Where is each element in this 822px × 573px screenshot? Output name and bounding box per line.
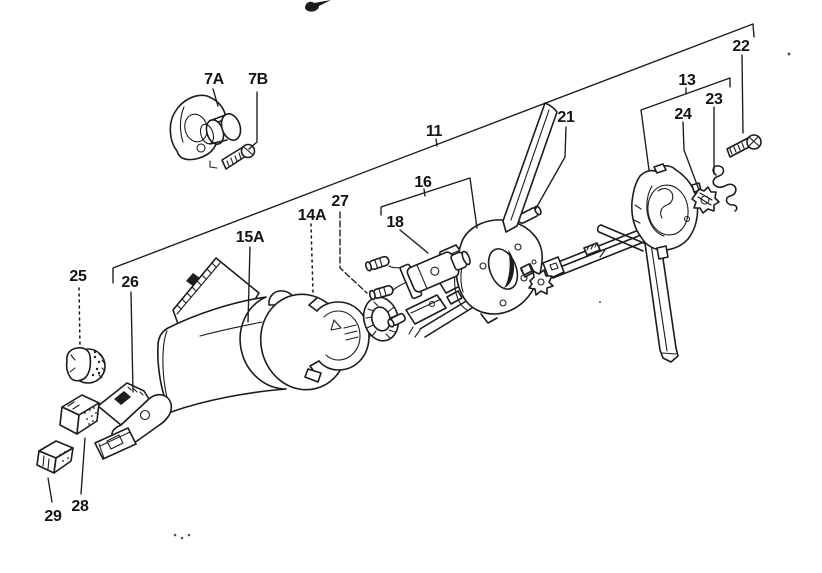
leader-18 (399, 229, 429, 254)
part-18-ignition-switch (364, 250, 471, 301)
part-label-7b: 7B (248, 71, 268, 88)
part-26-mounting-bracket (94, 382, 173, 460)
bracket-line-13 (640, 77, 731, 171)
part-label-16: 16 (414, 174, 432, 191)
leader-28 (80, 437, 86, 495)
part-label-26: 26 (121, 274, 139, 291)
part-label-22: 22 (732, 38, 750, 55)
part-7b-screw (221, 143, 256, 170)
part-29-block (36, 440, 74, 474)
part-22-bolt (726, 134, 762, 158)
part-label-25: 25 (69, 268, 87, 285)
part-23-spring-clip (712, 165, 738, 212)
part-label-18: 18 (386, 214, 404, 231)
cylinder-face (220, 113, 242, 141)
part-16-switch-housing-plate (454, 219, 543, 324)
wire-terminal (364, 255, 390, 272)
leader-7b (248, 91, 258, 150)
leader-14a (310, 223, 314, 294)
part-label-24: 24 (674, 106, 692, 123)
part-25-lock-nut (65, 347, 106, 384)
part-24-serrated-nut (691, 186, 720, 214)
leader-25 (78, 287, 81, 348)
part-label-21: 21 (557, 109, 575, 126)
part-label-23: 23 (705, 91, 723, 108)
callout-lines (47, 23, 755, 503)
pinion-gear (528, 269, 554, 296)
print-speckles (173, 52, 791, 540)
leader-7a (212, 88, 219, 107)
leader-21 (534, 126, 567, 211)
part-label-27: 27 (331, 193, 349, 210)
housing-clamp-arm (596, 224, 647, 252)
top-edge-screw-mark (305, 0, 331, 12)
part-15a-column-jacket (157, 257, 349, 413)
lock-actuator-bar (520, 227, 650, 296)
part-7a-switch-clamp (169, 94, 242, 169)
wire-terminal (368, 285, 394, 301)
leader-22 (741, 54, 744, 134)
leader-15a (247, 246, 251, 323)
part-label-11: 11 (426, 123, 443, 140)
part-28-block (59, 394, 100, 435)
leader-24 (682, 121, 700, 191)
panel-clip (186, 273, 200, 286)
leader-26 (130, 291, 134, 393)
bracket-line-11 (112, 23, 755, 284)
leader-29 (47, 477, 53, 503)
part-label-15a: 15A (236, 229, 265, 246)
part-label-29: 29 (44, 508, 62, 525)
leader-27 (339, 211, 368, 294)
part-label-7a: 7A (204, 71, 225, 88)
bracket-line-16 (380, 177, 478, 229)
part-label-14a: 14A (298, 207, 327, 224)
part-13-steering-lock-housing (631, 163, 702, 260)
jacket-tube (157, 296, 287, 413)
column-blade-strip (502, 102, 558, 233)
part-label-28: 28 (71, 498, 89, 515)
part-14a-lock-plate (304, 297, 374, 383)
part-label-13: 13 (678, 72, 696, 89)
part-labels: 7A 7B 11 13 14A 15A 16 18 21 22 23 24 25… (44, 38, 750, 525)
